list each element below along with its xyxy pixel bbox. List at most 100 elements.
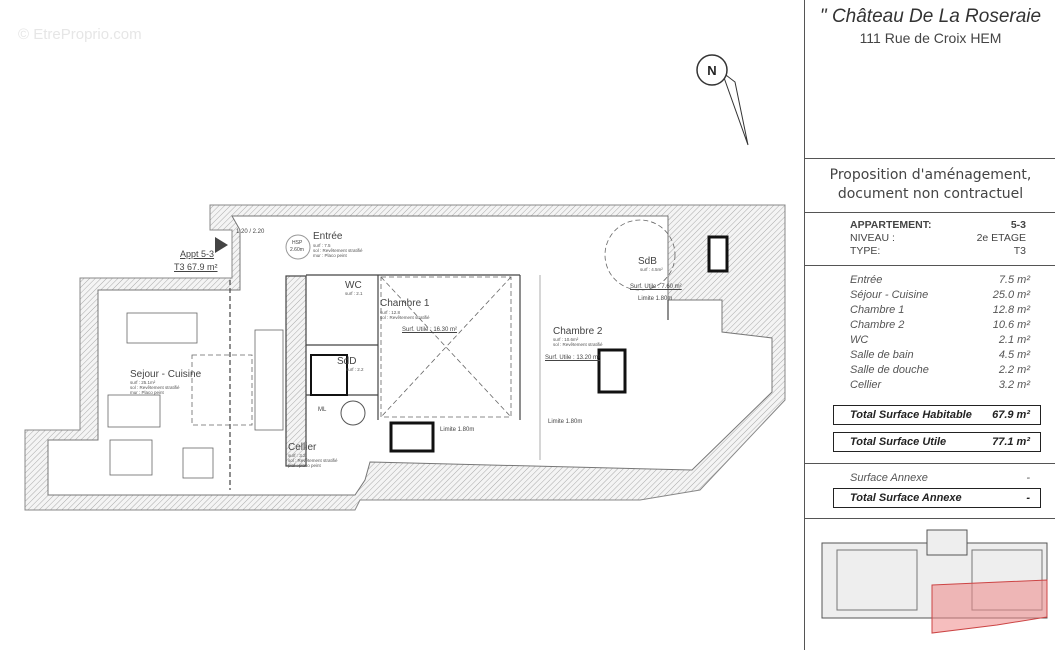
info-panel: " Château De La Roseraie 111 Rue de Croi… [804, 0, 1055, 650]
building-title: " Château De La Roseraie [819, 6, 1042, 27]
room-chambre1-utile: Surf. Utile : 16.30 m² [402, 327, 458, 333]
room-sejour-area: surf : 25.1m² [130, 380, 156, 385]
room-area: 3.2 m² [998, 379, 1030, 391]
room-area: 2.1 m² [998, 334, 1030, 346]
value: T3 [1013, 245, 1026, 257]
hsp-circle [285, 234, 311, 260]
disclaimer-line: Proposition d'aménagement, [829, 167, 1032, 183]
label: Surface Annexe [850, 472, 928, 484]
finish-text: plaf : placo peint [288, 463, 321, 468]
label: Total Surface Utile [850, 436, 947, 448]
room-sejour: Sejour - Cuisine [130, 369, 202, 380]
building-address: 111 Rue de Croix HEM [859, 30, 1002, 46]
room-name: Chambre 2 [850, 319, 905, 331]
apartment-highlight [931, 579, 1048, 634]
disclaimer: Proposition d'aménagement, document non … [805, 166, 1055, 204]
partitions [229, 274, 669, 490]
floor-plan: N [24, 54, 786, 511]
room-row: Salle de bain 4.5 m² [850, 349, 1030, 361]
hsp-label: HSP [292, 240, 303, 246]
windows [310, 235, 729, 453]
room-area: 7.5 m² [998, 274, 1030, 286]
room-sdd-area: surf : 2.2 [346, 367, 364, 372]
room-area: 2.2 m² [998, 364, 1030, 376]
value: 67.9 m² [992, 409, 1030, 421]
room-name: WC [850, 334, 869, 346]
level-row: NIVEAU : 2e ETAGE [850, 232, 1026, 244]
room-sdb: SdB [638, 256, 657, 267]
room-area: 25.0 m² [992, 289, 1030, 301]
room-sdb-area: surf : 4.5m² [640, 267, 663, 272]
total-habitable: Total Surface Habitable 67.9 m² [833, 405, 1041, 425]
room-cellier-area: surf : 3.2 [288, 453, 306, 458]
room-sdd: SdD [337, 356, 357, 367]
label: APPARTEMENT: [850, 219, 932, 231]
room-wc: WC [345, 280, 362, 291]
interior [47, 215, 773, 496]
room-sdb-utile: Surf. Utile : 7.60 m² [630, 284, 682, 290]
room-name: Entrée [850, 274, 883, 286]
value: - [1026, 492, 1030, 504]
compass-icon [696, 54, 749, 146]
apartment-row: APPARTEMENT: 5-3 [850, 219, 1026, 231]
disclaimer-line: document non contractuel [837, 186, 1024, 202]
appt-tag: Appt 5-3 [180, 249, 215, 259]
value: 2e ETAGE [976, 232, 1026, 244]
compass-label: N [707, 63, 716, 78]
room-chambre1-area: surf : 12.8 [380, 310, 401, 315]
finish-text: mur : Placo peint [313, 253, 347, 258]
room-chambre2-area: surf : 10.6m² [553, 337, 579, 342]
room-row: Cellier 3.2 m² [850, 379, 1030, 391]
room-name: Cellier [850, 379, 882, 391]
watermark: © EtreProprio.com [18, 26, 142, 43]
finish-text: mur : Placo peint [130, 390, 164, 395]
room-entree-area: surf : 7.5 [313, 243, 331, 248]
room-chambre2-utile: Surf. Utile : 13.20 m² [545, 355, 601, 361]
limit-label: Limite 1.80m [548, 419, 583, 425]
total-annexe: Total Surface Annexe - [833, 488, 1041, 508]
value: 5-3 [1010, 219, 1026, 231]
ml-label: ML [318, 407, 327, 413]
door-dim: 1.20 / 2.20 [236, 229, 265, 235]
room-row: Chambre 2 10.6 m² [850, 319, 1030, 331]
label: Total Surface Annexe [850, 492, 962, 504]
finish-text: sol : Revêtement stratifié [313, 248, 363, 253]
room-chambre2: Chambre 2 [553, 326, 603, 337]
finish-text: sol : Revêtement stratifié [553, 342, 603, 347]
room-name: Salle de bain [850, 349, 914, 361]
finish-text: sol : Revêtement stratifié [288, 458, 338, 463]
finish-text: sol : Revêtement stratifié [380, 315, 430, 320]
room-row: Entrée 7.5 m² [850, 274, 1030, 286]
room-entree: Entrée [313, 231, 343, 242]
limit-label: Limite 1.80m [638, 296, 673, 302]
room-chambre1: Chambre 1 [380, 298, 430, 309]
furniture [107, 219, 676, 479]
label: NIVEAU : [850, 232, 895, 244]
type-row: TYPE: T3 [850, 245, 1026, 257]
appt-arrow-icon [215, 237, 228, 253]
room-area: 12.8 m² [992, 304, 1030, 316]
room-wc-area: surf : 2.1 [345, 291, 363, 296]
room-name: Séjour - Cuisine [850, 289, 929, 301]
room-area: 10.6 m² [992, 319, 1030, 331]
value: - [1026, 472, 1030, 484]
hsp-value: 2.60m [290, 247, 304, 253]
label: TYPE: [850, 245, 881, 257]
label: Total Surface Habitable [850, 409, 972, 421]
room-area: 4.5 m² [998, 349, 1030, 361]
washing-machine [340, 400, 366, 426]
finish-text: sol : Revêtement stratifié [130, 385, 180, 390]
limit-label: Limite 1.80m [440, 427, 475, 433]
total-utile: Total Surface Utile 77.1 m² [833, 432, 1041, 452]
room-cellier: Cellier [288, 442, 317, 453]
room-row: Séjour - Cuisine 25.0 m² [850, 289, 1030, 301]
appt-sub: T3 67.9 m² [174, 262, 218, 272]
room-name: Salle de douche [850, 364, 929, 376]
room-row: Salle de douche 2.2 m² [850, 364, 1030, 376]
room-row: Chambre 1 12.8 m² [850, 304, 1030, 316]
surface-annexe-row: Surface Annexe - [850, 472, 1030, 484]
room-name: Chambre 1 [850, 304, 905, 316]
value: 77.1 m² [992, 436, 1030, 448]
key-plan [821, 529, 1048, 634]
room-row: WC 2.1 m² [850, 334, 1030, 346]
